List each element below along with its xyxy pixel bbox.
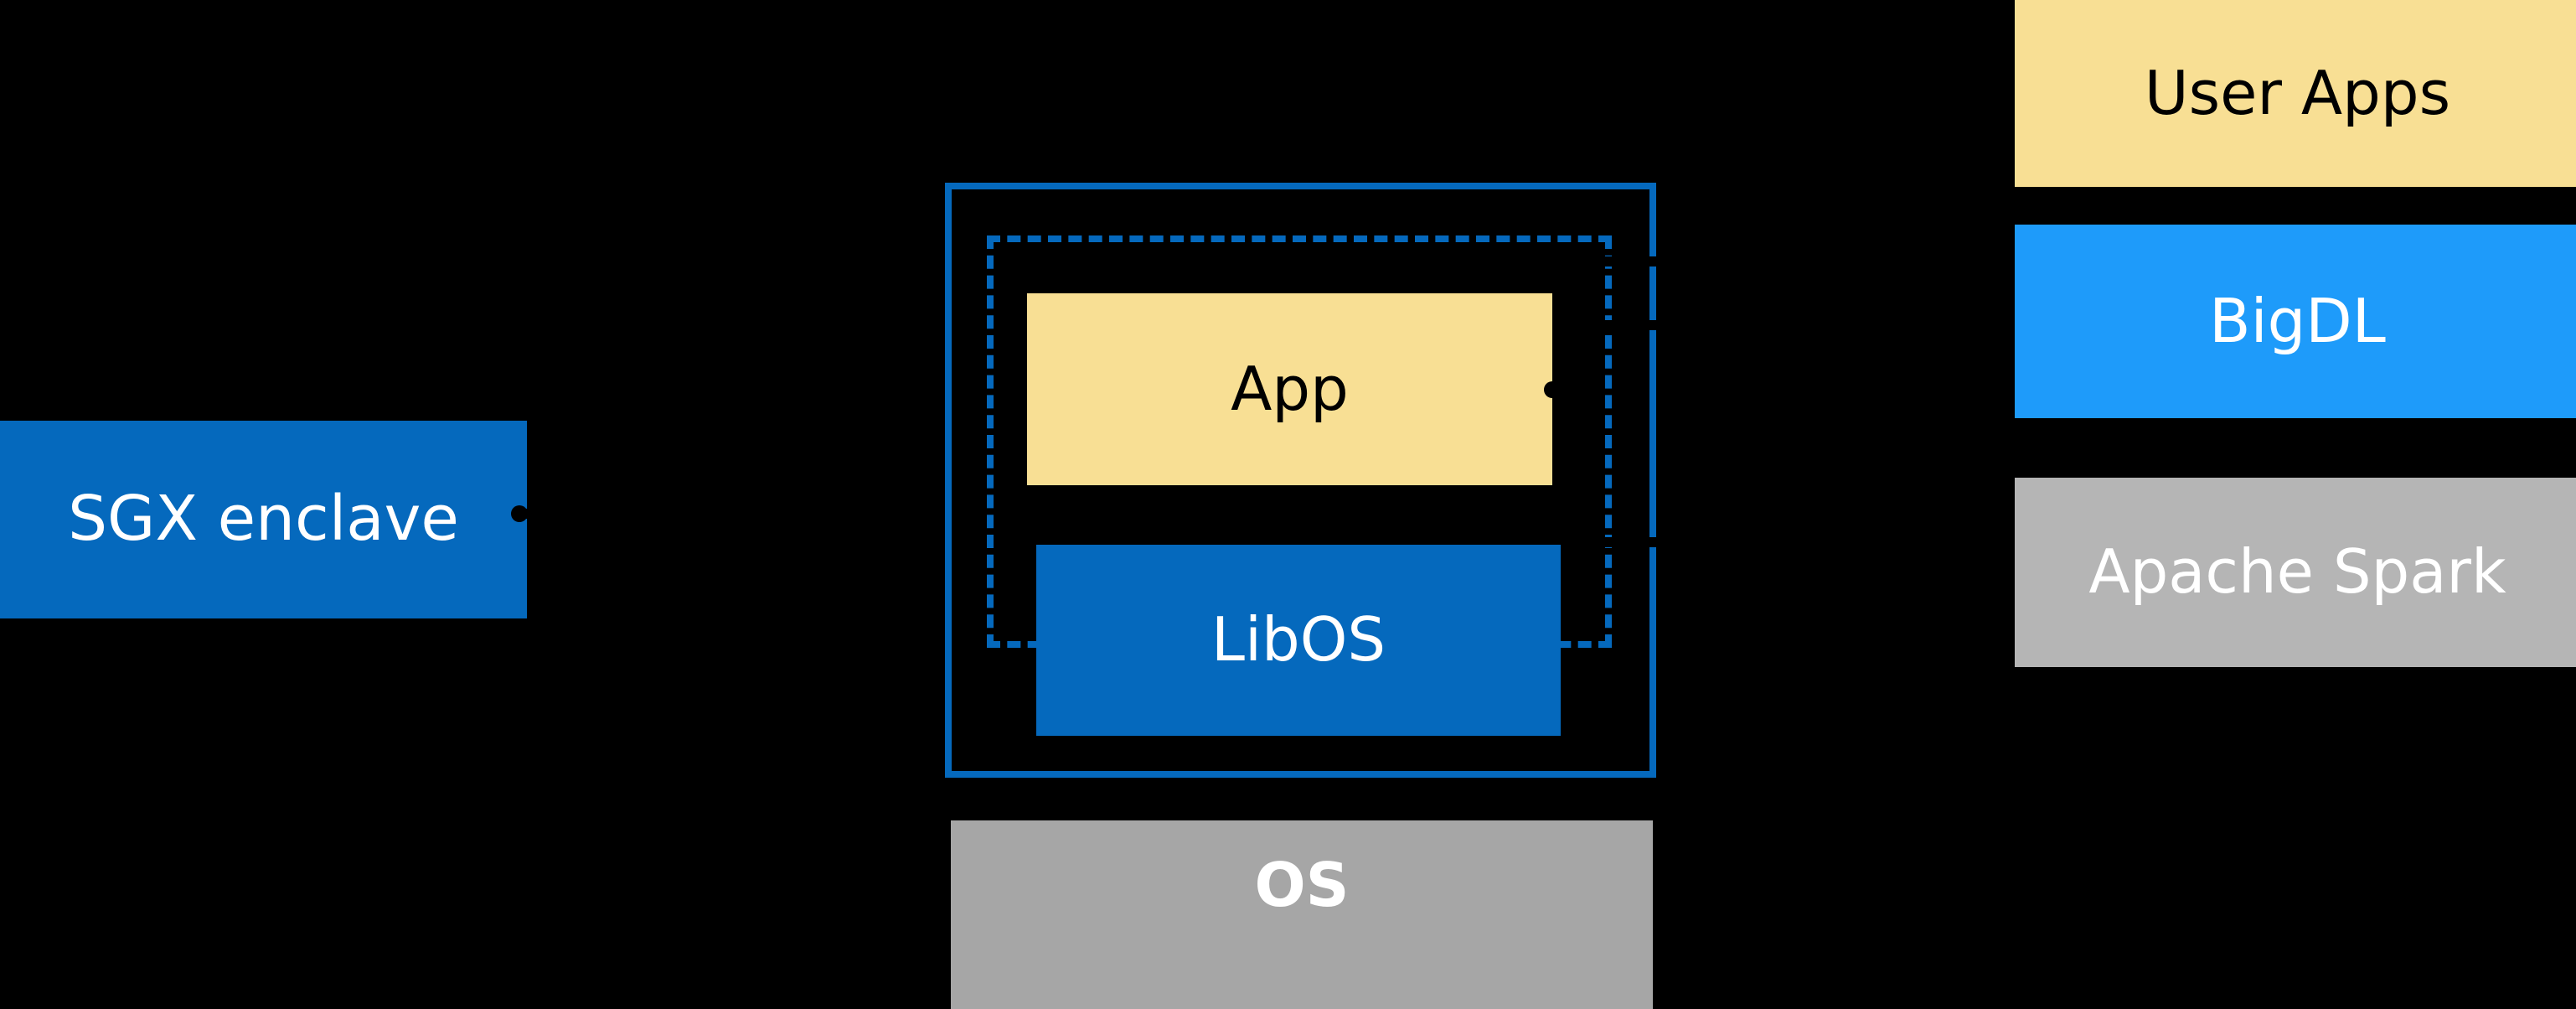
user-apps-box[interactable]: User Apps xyxy=(2015,0,2576,187)
os-box[interactable]: OS xyxy=(951,820,1653,1009)
bigdl-box[interactable]: BigDL xyxy=(2015,225,2576,418)
apache-spark-label: Apache Spark xyxy=(2088,536,2506,608)
sgx-enclave-box[interactable]: SGX enclave xyxy=(0,421,527,618)
connector-sgx-arrowhead-icon xyxy=(511,505,528,522)
os-label: OS xyxy=(1254,850,1350,920)
app-box[interactable]: App xyxy=(1027,293,1552,485)
connector-app-arrowhead-icon xyxy=(1544,381,1561,398)
connector-sgx-to-enclave-line xyxy=(518,509,947,519)
user-apps-label: User Apps xyxy=(2144,57,2451,128)
bigdl-label: BigDL xyxy=(2209,285,2386,356)
app-label: App xyxy=(1231,353,1349,424)
libos-label: LibOS xyxy=(1211,604,1386,675)
libos-box[interactable]: LibOS xyxy=(1036,545,1561,736)
apache-spark-box[interactable]: Apache Spark xyxy=(2015,478,2576,667)
enclave-outer-boundary xyxy=(945,183,1656,778)
sgx-enclave-label: SGX enclave xyxy=(68,483,459,556)
